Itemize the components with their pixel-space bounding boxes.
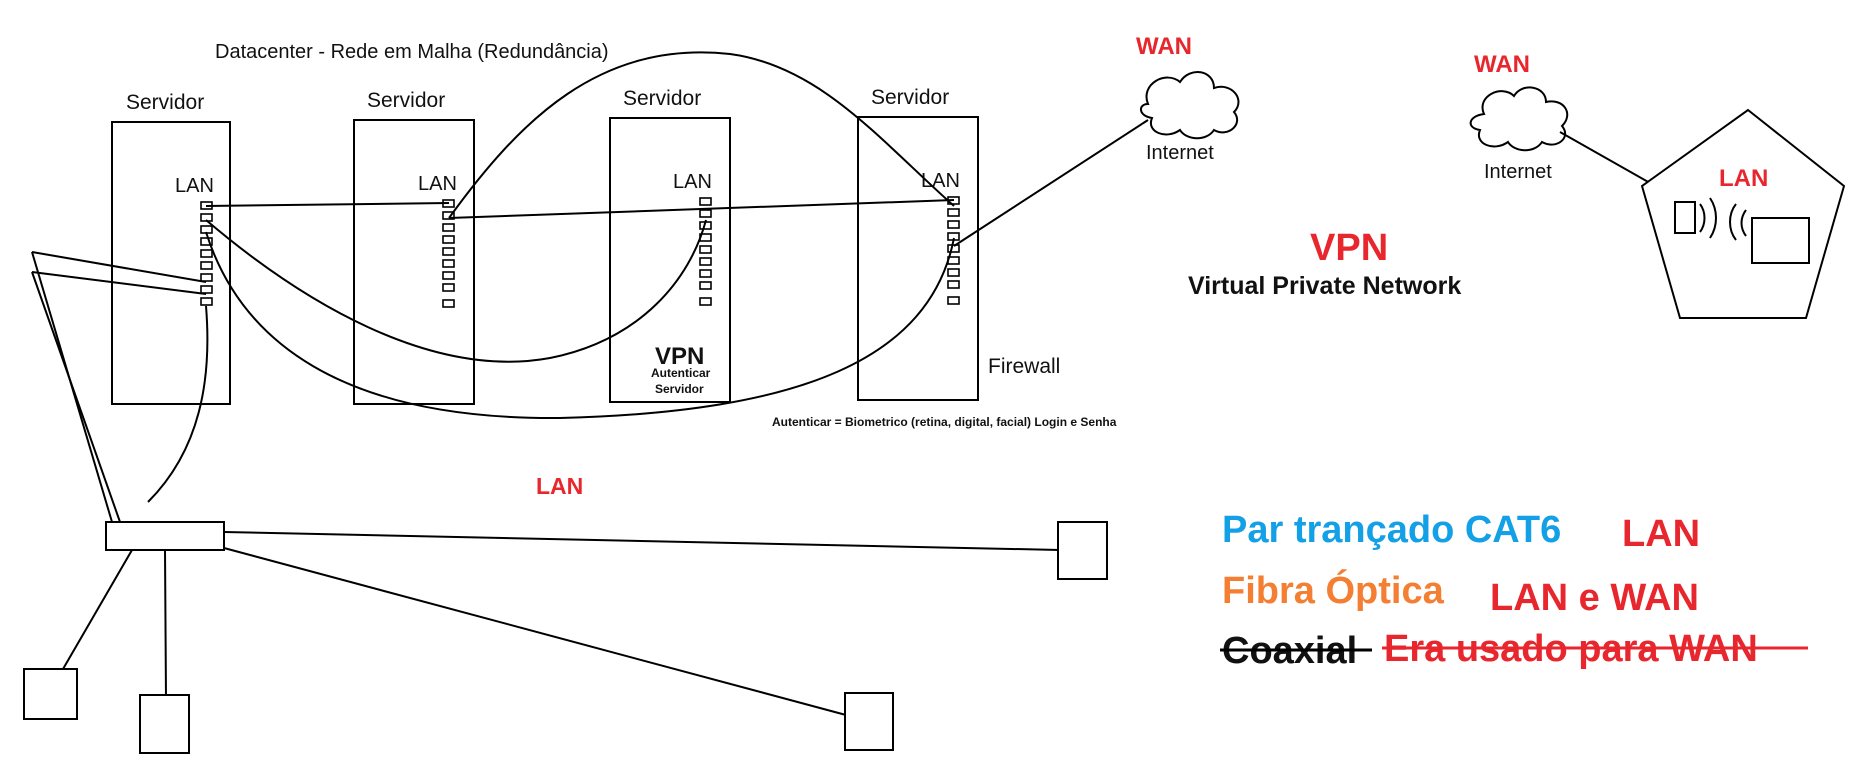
internet-left-label: Internet [1146, 142, 1214, 164]
wan-left-label: WAN [1136, 33, 1192, 60]
legend-cat6-use: LAN [1622, 513, 1700, 555]
cable-s1-left-1 [31, 251, 207, 283]
switch [105, 521, 225, 551]
diagram-title: Datacenter - Rede em Malha (Redundância) [215, 41, 609, 63]
host-2 [139, 694, 190, 754]
server-2-ports [442, 199, 455, 308]
cable-s1-s3 [205, 219, 707, 363]
server-4-label: Servidor [871, 86, 949, 109]
server-2-label: Servidor [367, 89, 445, 112]
wifi-waves-icon [1699, 197, 1747, 241]
server-4-lan-label: LAN [921, 170, 960, 192]
remote-pc-icon [1751, 217, 1810, 264]
cloud-icon [1469, 86, 1569, 152]
server-2-lan-label: LAN [418, 173, 457, 195]
wan-cloud-left: WAN Internet [1136, 33, 1240, 164]
remote-site: LAN [1640, 108, 1846, 319]
server-4-ports [947, 196, 960, 305]
server-1: Servidor LAN [111, 91, 231, 405]
vpn-server-sub-label: Servidor [655, 382, 704, 396]
vpn-heading: VPN [1310, 227, 1388, 269]
server-3-label: Servidor [623, 87, 701, 110]
cable-switch-host-1 [51, 549, 133, 689]
legend-cat6: Par trançado CAT6 [1222, 509, 1561, 551]
cable-s1-switch [147, 305, 209, 503]
cable-left-b [31, 271, 121, 523]
server-4: Servidor LAN Firewall [857, 86, 1060, 401]
legend-fiber-use: LAN e WAN [1490, 577, 1699, 619]
vpn-full-name: Virtual Private Network [1188, 272, 1461, 300]
server-1-ports [200, 201, 213, 306]
server-3: Servidor LAN VPN Autenticar Servidor [609, 87, 731, 403]
server-3-ports [699, 197, 712, 306]
cable-switch-host-3 [223, 547, 847, 716]
cable-legend: Par trançado CAT6 LAN Fibra Óptica LAN e… [1220, 509, 1808, 672]
wan-right-label: WAN [1474, 51, 1530, 78]
lan-center-label: LAN [536, 473, 583, 499]
host-4 [1057, 521, 1108, 580]
vpn-server-label: VPN [655, 343, 704, 370]
server-1-lan-label: LAN [175, 175, 214, 197]
internet-right-label: Internet [1484, 161, 1552, 183]
remote-lan-label: LAN [1719, 165, 1768, 192]
cable-s2-s4 [448, 199, 955, 219]
firewall-label: Firewall [988, 355, 1060, 378]
server-3-lan-label: LAN [673, 171, 712, 193]
cable-s2-s4-arc [448, 51, 955, 219]
router-icon [1674, 201, 1696, 234]
cable-s1-left-2 [31, 271, 207, 295]
mesh-cables [31, 51, 955, 503]
server-1-label: Servidor [126, 91, 204, 114]
legend-fiber: Fibra Óptica [1222, 568, 1445, 612]
host-1 [23, 668, 78, 720]
cable-s1-s2 [205, 202, 450, 207]
cloud-icon [1140, 71, 1240, 140]
auth-note: Autenticar = Biometrico (retina, digital… [772, 415, 1117, 429]
vpn-auth-label: Autenticar [651, 366, 711, 380]
host-3 [844, 692, 894, 751]
wan-cloud-right: WAN Internet [1469, 51, 1569, 183]
cable-firewall-internet [953, 119, 1149, 247]
cable-switch-host-4 [223, 531, 1061, 551]
cable-switch-host-2 [164, 549, 167, 701]
cable-s1-s4 [205, 231, 955, 420]
